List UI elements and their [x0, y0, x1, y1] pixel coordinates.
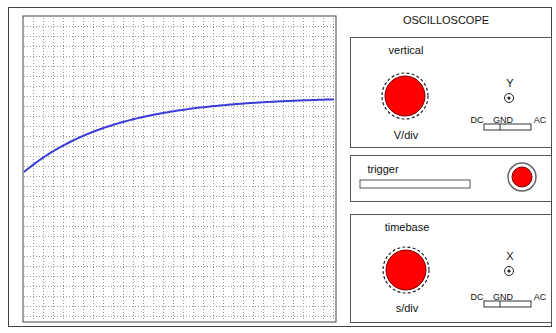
timebase-knob	[383, 247, 429, 293]
screen	[23, 16, 336, 322]
oscilloscope-housing: OSCILLOSCOPE verticalV/div Y DC GND AC trigger…	[8, 7, 552, 327]
vertical-panel: verticalV/div Y DC GND AC	[350, 37, 552, 148]
control-label: vertical	[389, 45, 424, 56]
screen-grid	[24, 17, 335, 321]
switch-label: AC	[534, 116, 547, 125]
unit-label: V/div	[394, 130, 418, 141]
terminal-label: Y	[506, 78, 513, 89]
trigger-knob	[508, 163, 536, 191]
switch-label: GND	[493, 116, 513, 125]
signal-trace	[24, 99, 334, 172]
control-label: timebase	[385, 222, 430, 233]
switch-label: GND	[493, 293, 513, 302]
timebase-panel: timebase s/div X DC GND AC	[350, 214, 552, 323]
control-label: trigger	[367, 164, 398, 175]
terminal-label: X	[506, 251, 513, 262]
panel-title: OSCILLOSCOPE	[403, 15, 489, 26]
switch-label: AC	[534, 293, 547, 302]
switch-label: DC	[471, 293, 484, 302]
trigger-slider	[360, 180, 470, 188]
screen-grid	[24, 17, 335, 321]
vertical-knob	[382, 73, 428, 119]
unit-label: s/div	[396, 303, 419, 314]
trigger-panel: trigger	[350, 155, 552, 202]
y-terminal	[505, 94, 514, 103]
x-terminal	[505, 267, 514, 276]
switch-label: DC	[471, 116, 484, 125]
